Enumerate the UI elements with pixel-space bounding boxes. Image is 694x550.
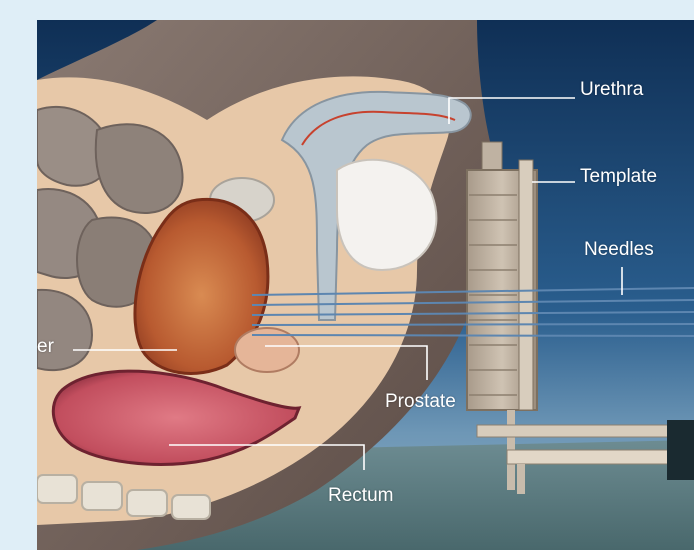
label-urethra: Urethra (580, 79, 643, 101)
label-prostate: Prostate (385, 391, 456, 413)
prostate-brachytherapy-illustration: Urethra Template Needles er Prostate Rec… (37, 20, 694, 550)
label-template: Template (580, 166, 657, 188)
label-rectum: Rectum (328, 485, 393, 507)
label-needles: Needles (584, 239, 654, 261)
label-bladder-partial: er (37, 336, 54, 358)
